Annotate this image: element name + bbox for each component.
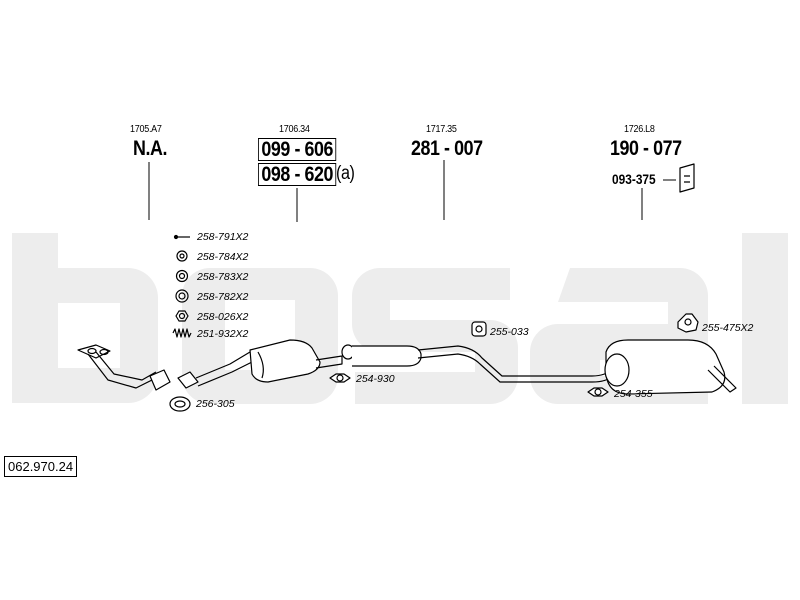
- fitting-label[interactable]: 258-026X2: [197, 311, 249, 323]
- fitting-label[interactable]: 258-783X2: [197, 271, 249, 283]
- group-ref: 1705.A7: [130, 124, 162, 135]
- washer-icon: [176, 250, 188, 262]
- part-number[interactable]: 190 - 077: [610, 137, 682, 160]
- part-number[interactable]: 281 - 007: [411, 137, 483, 160]
- front-pipe: [77, 344, 171, 391]
- group-ref: 1726.L8: [624, 124, 655, 135]
- bolt-icon: [173, 234, 190, 240]
- part-label[interactable]: 255-033: [490, 326, 529, 338]
- rear-silencer: [604, 339, 737, 395]
- group-ref: 1706.34: [279, 124, 310, 135]
- part-label[interactable]: 254-930: [356, 373, 395, 385]
- diagram-number: 062.970.24: [4, 456, 78, 477]
- spring-icon: [172, 328, 192, 338]
- part-label[interactable]: 256-305: [196, 398, 235, 410]
- gasket-254-930: [329, 373, 351, 383]
- part-number[interactable]: 093-375: [612, 171, 656, 187]
- hex-nut-icon: [175, 310, 189, 322]
- fitting-label[interactable]: 251-932X2: [197, 328, 249, 340]
- rubber-mount-255-033: [471, 321, 487, 337]
- part-number[interactable]: N.A.: [133, 137, 167, 160]
- part-number[interactable]: 098 - 620: [258, 163, 337, 186]
- part-number[interactable]: 099 - 606: [258, 138, 337, 161]
- part-label[interactable]: 255-475X2: [702, 322, 754, 334]
- gasket-256-305: [169, 396, 191, 412]
- part-suffix: (a): [336, 163, 355, 184]
- rubber-mount-255-475: [677, 313, 699, 333]
- spring-washer-icon: [175, 269, 189, 283]
- group-ref: 1717.35: [426, 124, 457, 135]
- fitting-label[interactable]: 258-784X2: [197, 251, 249, 263]
- part-label[interactable]: 254-355: [614, 388, 653, 400]
- bracket-icon: [679, 163, 695, 193]
- nut-icon: [175, 289, 189, 303]
- gasket-254-355: [587, 387, 609, 397]
- fitting-label[interactable]: 258-782X2: [197, 291, 249, 303]
- fitting-label[interactable]: 258-791X2: [197, 231, 249, 243]
- catalytic-converter: [177, 339, 343, 389]
